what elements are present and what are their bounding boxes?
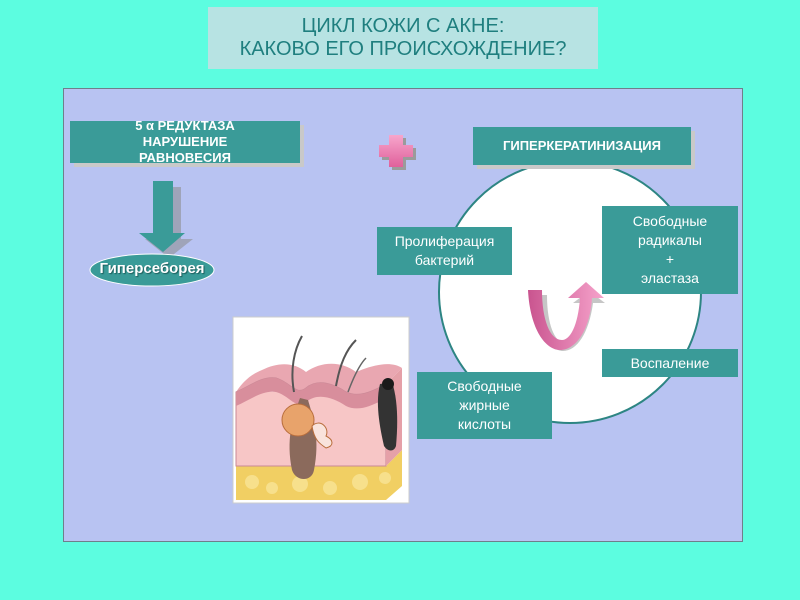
free-radicals-line-2: радикалы xyxy=(637,232,702,248)
fatty-acids-line-3: кислоты xyxy=(457,416,512,432)
fatty-acids-line-1: Свободные xyxy=(447,378,522,394)
inflammation-box: Воспаление xyxy=(602,349,738,377)
hyperseborrhea-ellipse xyxy=(89,253,215,287)
title-line-2: КАКОВО ЕГО ПРОИСХОЖДЕНИЕ? xyxy=(239,38,567,60)
title-line-1: ЦИКЛ КОЖИ С АКНЕ: xyxy=(301,15,505,37)
cycle-arrow-icon xyxy=(528,282,605,351)
reductase-line-2: НАРУШЕНИЕ xyxy=(142,134,228,149)
bacteria-box: Пролиферация бактерий xyxy=(377,227,512,275)
down-arrow xyxy=(139,181,193,258)
hyperkeratinization-box: ГИПЕРКЕРАТИНИЗАЦИЯ xyxy=(473,127,691,165)
hyperkeratinization-label: ГИПЕРКЕРАТИНИЗАЦИЯ xyxy=(502,138,661,153)
fatty-acids-box: Свободные жирные кислоты xyxy=(417,372,552,439)
skin-illustration xyxy=(232,316,410,504)
plus-icon xyxy=(379,135,416,170)
free-radicals-box: Свободные радикалы + эластаза xyxy=(602,206,738,294)
bacteria-line-2: бактерий xyxy=(414,252,475,268)
free-radicals-line-1: Свободные xyxy=(632,213,708,229)
reductase-line-1: 5 α РЕДУКТАЗА xyxy=(135,118,235,133)
free-radicals-line-4: эластаза xyxy=(641,270,699,286)
inflammation-label: Воспаление xyxy=(630,354,710,371)
bacteria-line-1: Пролиферация xyxy=(394,233,495,249)
free-radicals-line-3: + xyxy=(665,251,675,267)
reductase-box: 5 α РЕДУКТАЗА НАРУШЕНИЕ РАВНОВЕСИЯ xyxy=(70,118,300,165)
reductase-line-3: РАВНОВЕСИЯ xyxy=(139,150,231,165)
fatty-acids-line-2: жирные xyxy=(459,397,510,413)
hyperseborrhea-label: Гиперсеборея xyxy=(99,260,205,277)
page-title: ЦИКЛ КОЖИ С АКНЕ: КАКОВО ЕГО ПРОИСХОЖДЕН… xyxy=(208,7,598,69)
